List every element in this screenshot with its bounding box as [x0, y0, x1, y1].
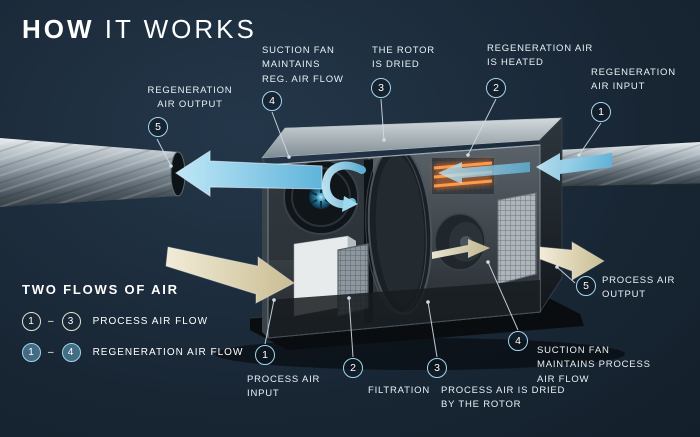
callout-number-suction-fan-process: 4: [508, 331, 528, 351]
regeneration-air-arrows: [175, 150, 612, 212]
callout-number-process-air-output: 5: [576, 276, 596, 296]
legend-label-regeneration: REGENERATION AIR FLOW: [92, 347, 244, 358]
legend-circle-4-regeneration: 4: [61, 343, 81, 362]
legend-dash: –: [48, 316, 55, 327]
callout-label-air-heated: REGENERATION AIR IS HEATED: [487, 43, 594, 69]
callout-label-filtration: FILTRATION: [368, 385, 431, 396]
left-duct: [0, 138, 186, 207]
legend-label-process: PROCESS AIR FLOW: [92, 316, 209, 327]
callout-label-regeneration-air-input: REGENERATION AIR INPUT: [591, 67, 676, 93]
callout-label-rotor-dried: THE ROTOR IS DRIED: [372, 45, 435, 71]
leader-dots: [169, 138, 581, 304]
callout-label-regeneration-air-output: REGENERATION AIR OUTPUT: [147, 85, 233, 111]
callout-number-filtration: 2: [343, 358, 363, 378]
callout-number-rotor-dried: 3: [371, 78, 391, 98]
swirl-arrowhead: [342, 196, 358, 212]
process-output-arrow: [539, 241, 605, 281]
legend-circle-3-process: 3: [61, 312, 81, 331]
regeneration-fan-swirl-arrow: [321, 161, 366, 209]
callout-number-regeneration-air-input: 1: [591, 102, 611, 122]
title-light: IT WORKS: [94, 14, 257, 44]
title-bold: HOW: [22, 14, 95, 44]
process-input-arrow: [165, 246, 295, 304]
regeneration-heater-arrow: [438, 162, 530, 184]
callout-label-process-air-input: PROCESS AIR INPUT: [247, 374, 321, 400]
legend-circle-1-process: 1: [22, 312, 41, 331]
process-fan-icon: [434, 213, 486, 271]
callout-label-process-air-output: PROCESS AIR OUTPUT: [602, 275, 676, 301]
output-filter-icon: [497, 192, 537, 285]
process-air-arrows: [165, 239, 605, 304]
callout-number-process-air-input: 1: [255, 345, 275, 365]
legend-title: TWO FLOWS OF AIR: [22, 282, 179, 297]
legend-circle-1-regeneration: 1: [22, 343, 41, 362]
callout-label-suction-fan-process: SUCTION FAN MAINTAINS PROCESS AIR FLOW: [537, 345, 651, 385]
legend-dash: –: [48, 347, 55, 358]
machine-body: [215, 117, 625, 370]
legend-row-process: 1 – 3 PROCESS AIR FLOW: [22, 312, 243, 331]
callout-label-suction-fan-reg: SUCTION FAN MAINTAINS REG. AIR FLOW: [262, 45, 344, 85]
callout-number-process-air-dried: 3: [427, 358, 447, 378]
page-title: HOW IT WORKS: [22, 14, 257, 45]
rotor-icon: [365, 145, 433, 315]
callout-number-air-heated: 2: [486, 78, 506, 98]
process-internal-arrow: [432, 239, 490, 259]
regeneration-input-arrow: [536, 153, 612, 181]
machine-right-panel: [539, 117, 563, 314]
callout-number-suction-fan-reg: 4: [262, 91, 282, 111]
callout-label-process-air-dried: PROCESS AIR IS DRIED BY THE ROTOR: [441, 385, 566, 411]
legend-row-regeneration: 1 – 4 REGENERATION AIR FLOW: [22, 343, 243, 362]
legend: TWO FLOWS OF AIR 1 – 3 PROCESS AIR FLOW …: [22, 282, 243, 374]
callout-number-regeneration-air-output: 5: [148, 117, 168, 137]
regeneration-output-arrow: [175, 150, 323, 197]
leader-lines: [156, 98, 602, 358]
right-duct: [557, 142, 700, 188]
